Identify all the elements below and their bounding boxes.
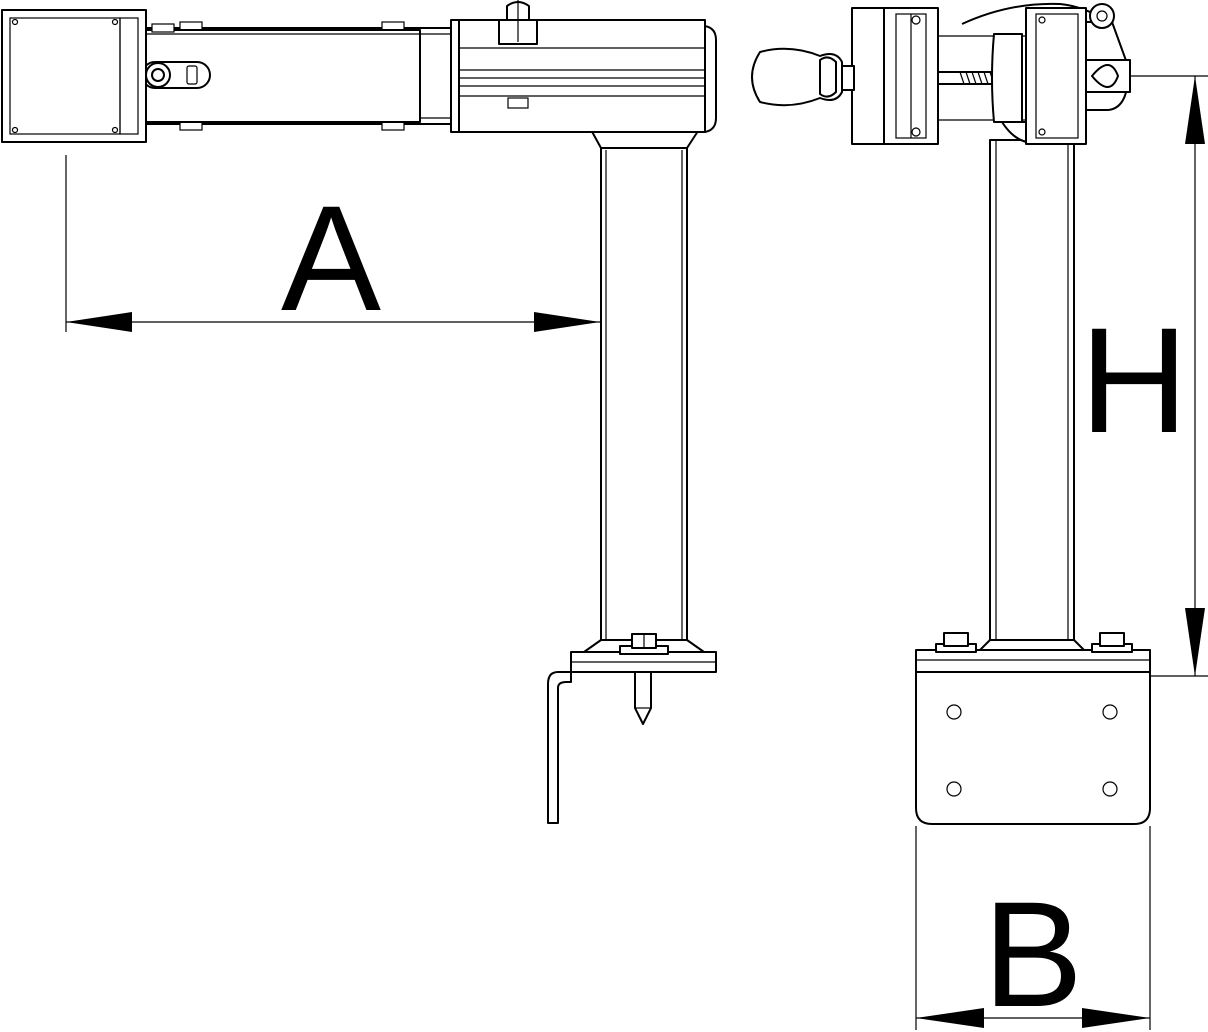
dimension-h-arrow-bottom — [1185, 608, 1205, 676]
front-view-clamp-head — [751, 2, 1131, 145]
dimension-b-arrow-right — [1082, 1008, 1150, 1028]
dimension-b-arrow-left — [916, 1008, 984, 1028]
side-view: A — [1, 0, 717, 824]
side-view-clamp-head — [450, 0, 717, 133]
dimension-b: B — [915, 826, 1151, 1032]
side-view-end-plate — [1, 9, 147, 143]
dimension-a-label: A — [281, 174, 381, 342]
front-view-post — [979, 139, 1085, 651]
front-view: H B — [751, 2, 1208, 1032]
dimension-a-arrow-right — [534, 312, 600, 332]
dimension-h-label: H — [1080, 296, 1188, 464]
dimension-a-arrow-left — [66, 312, 132, 332]
side-view-post — [583, 109, 705, 653]
front-view-mount-plate — [915, 632, 1151, 825]
dimension-h: H — [1080, 75, 1208, 677]
dimension-b-label: B — [983, 870, 1083, 1032]
dimension-a: A — [65, 155, 600, 342]
side-view-arm — [89, 21, 452, 131]
dimension-h-arrow-top — [1185, 76, 1205, 144]
side-view-base — [547, 633, 717, 824]
